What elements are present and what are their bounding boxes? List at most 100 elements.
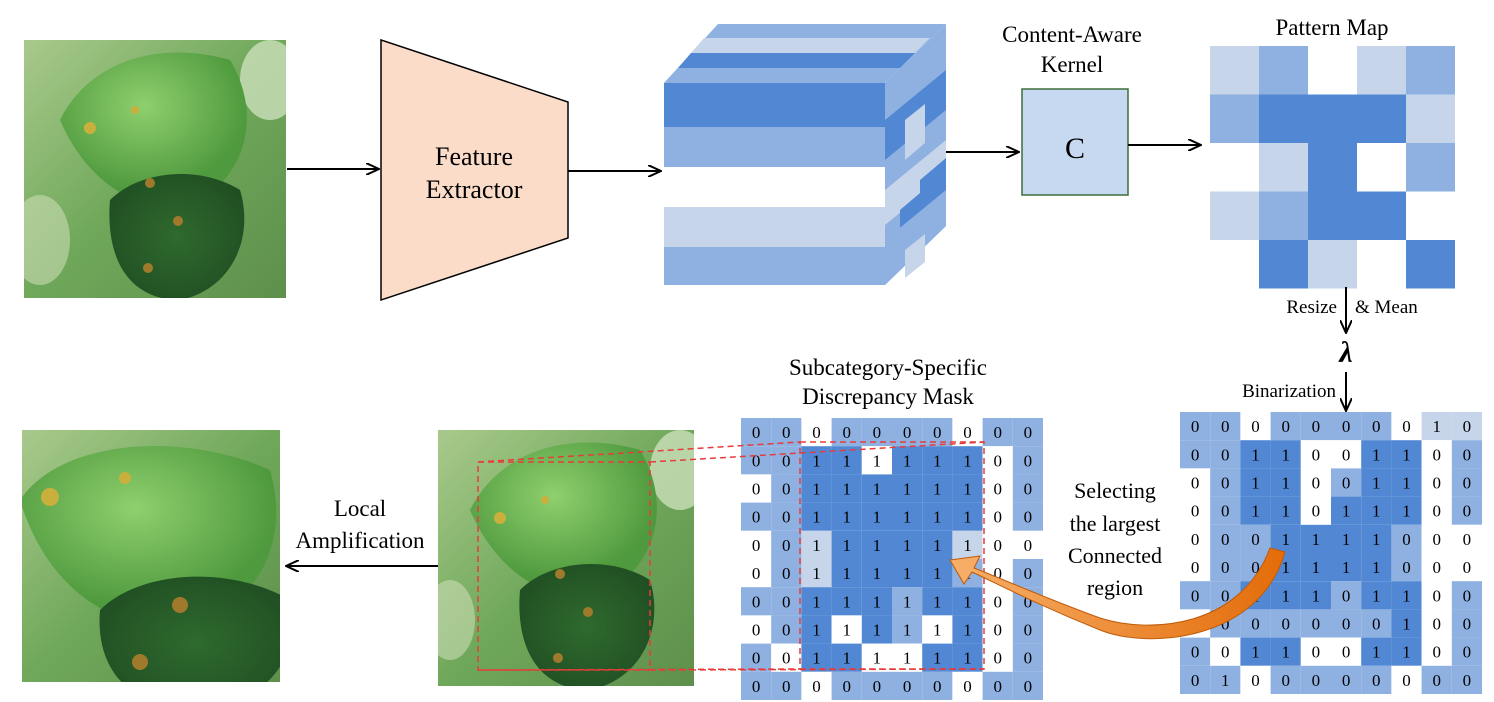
mask-map-cell-value: 1 [842,649,851,668]
mask-map-cell-value: 0 [782,621,791,640]
binarized-map-cell-value: 1 [1281,643,1290,662]
mask-map-cell [861,474,892,503]
binarized-map-cell [1391,524,1422,553]
binarized-map-cell [1300,637,1331,666]
mask-map-cell-value: 1 [963,649,972,668]
binarized-map-cell-value: 0 [1251,615,1260,634]
pattern-map-cell [1357,191,1406,240]
mask-map-cell [771,446,802,475]
binarized-map-cell [1451,581,1482,610]
binarized-map-cell [1361,468,1392,497]
mask-map-cell [892,530,923,559]
pattern-map-cell [1210,143,1259,192]
binarized-map-cell-value: 0 [1342,671,1351,690]
mask-map-cell-value: 1 [812,536,821,555]
binarized-map-cell [1421,412,1452,441]
binarized-map-cell-value: 0 [1312,445,1321,464]
mask-map-cell-value: 1 [812,621,821,640]
binarized-map-cell-value: 0 [1432,558,1441,577]
binarized-map-cell [1300,609,1331,638]
select-label-line1: Selecting [1074,478,1156,503]
mask-map-cell-value: 1 [812,480,821,499]
mask-map-cell-value: 0 [993,451,1002,470]
mask-map-cell [1012,446,1043,475]
binarized-map-cell [1361,440,1392,469]
binarized-map-cell-value: 0 [1312,671,1321,690]
mask-map-cell-value: 0 [782,480,791,499]
binarized-map-cell-value: 0 [1191,671,1200,690]
mask-map-cell [1012,643,1043,672]
mask-map-cell-value: 0 [993,480,1002,499]
binarized-map-cell-value: 1 [1281,502,1290,521]
mask-map-cell [892,615,923,644]
mask-map-cell [771,671,802,700]
mask-map-cell-value: 0 [873,677,882,696]
mask-map-cell-value: 0 [1024,451,1033,470]
binarized-map-cell-value: 1 [1402,586,1411,605]
binarized-map-cell-value: 1 [1251,445,1260,464]
kernel-box [1021,88,1129,196]
pattern-map-cell [1406,46,1455,95]
mask-map-cell-value: 0 [782,451,791,470]
mask-map-cell [1012,671,1043,700]
mask-map-cell-value: 0 [752,564,761,583]
mask-map-cell-value: 1 [842,564,851,583]
binarized-map-cell-value: 0 [1463,558,1472,577]
binarized-map-cell [1451,665,1482,694]
binarized-map-cell-value: 0 [1251,530,1260,549]
mask-map-cell [741,418,772,447]
binarized-map-cell [1180,412,1211,441]
mask-map-cell-value: 1 [812,649,821,668]
mask-map-cell [1012,530,1043,559]
mask-map-cell [1012,502,1043,531]
mask-map-cell [741,559,772,588]
binarized-map-cell [1210,524,1241,553]
mask-map-cell-value: 0 [752,480,761,499]
binarized-map-cell [1180,524,1211,553]
binarized-map-cell [1331,412,1362,441]
mask-map-cell [892,418,923,447]
mask-map-cell [952,643,983,672]
mask-map-cell-value: 1 [812,564,821,583]
binarized-map-cell-value: 0 [1463,530,1472,549]
binarized-map-cell-value: 1 [1372,586,1381,605]
binarized-map-cell [1451,468,1482,497]
mask-map-cell [771,502,802,531]
binarized-map-cell-value: 0 [1191,558,1200,577]
mask-map-cell-value: 1 [842,536,851,555]
binarized-map-cell-value: 0 [1463,445,1472,464]
binarized-map-cell [1451,412,1482,441]
binarized-map-cell [1240,665,1271,694]
mask-map-cell-value: 0 [993,592,1002,611]
mask-map-cell-value: 0 [993,649,1002,668]
mask-map-cell [952,502,983,531]
mask-map-cell [922,418,953,447]
binarized-map-cell-value: 0 [1251,558,1260,577]
binarized-map-cell-value: 1 [1402,643,1411,662]
binarized-map-cell [1361,609,1392,638]
mask-map-cell-value: 1 [903,451,912,470]
mask-map-cell-value: 1 [842,621,851,640]
binarized-map-cell [1180,496,1211,525]
pattern-map-cell [1210,191,1259,240]
mask-map-cell-value: 0 [752,621,761,640]
mask-map-cell [982,671,1013,700]
binarized-map-cell [1421,524,1452,553]
binarized-map-cell [1331,524,1362,553]
binarized-map-cell-value: 0 [1221,502,1230,521]
binarized-map-cell [1300,553,1331,582]
resize-label: Resize [1286,297,1337,318]
mask-map-cell [952,530,983,559]
mask-map-cell [831,474,862,503]
binarized-map-cell [1210,637,1241,666]
binarized-map-cell-value: 0 [1432,474,1441,493]
binarized-map-cell [1451,637,1482,666]
mask-map-cell-value: 0 [993,677,1002,696]
mask-map-cell-value: 1 [842,592,851,611]
mask-map-cell [922,502,953,531]
mask-map-cell [982,474,1013,503]
pattern-map-cell [1308,143,1357,192]
binarized-map-cell [1210,468,1241,497]
binarized-map-cell-value: 0 [1432,586,1441,605]
mask-map-cell-value: 0 [993,423,1002,442]
